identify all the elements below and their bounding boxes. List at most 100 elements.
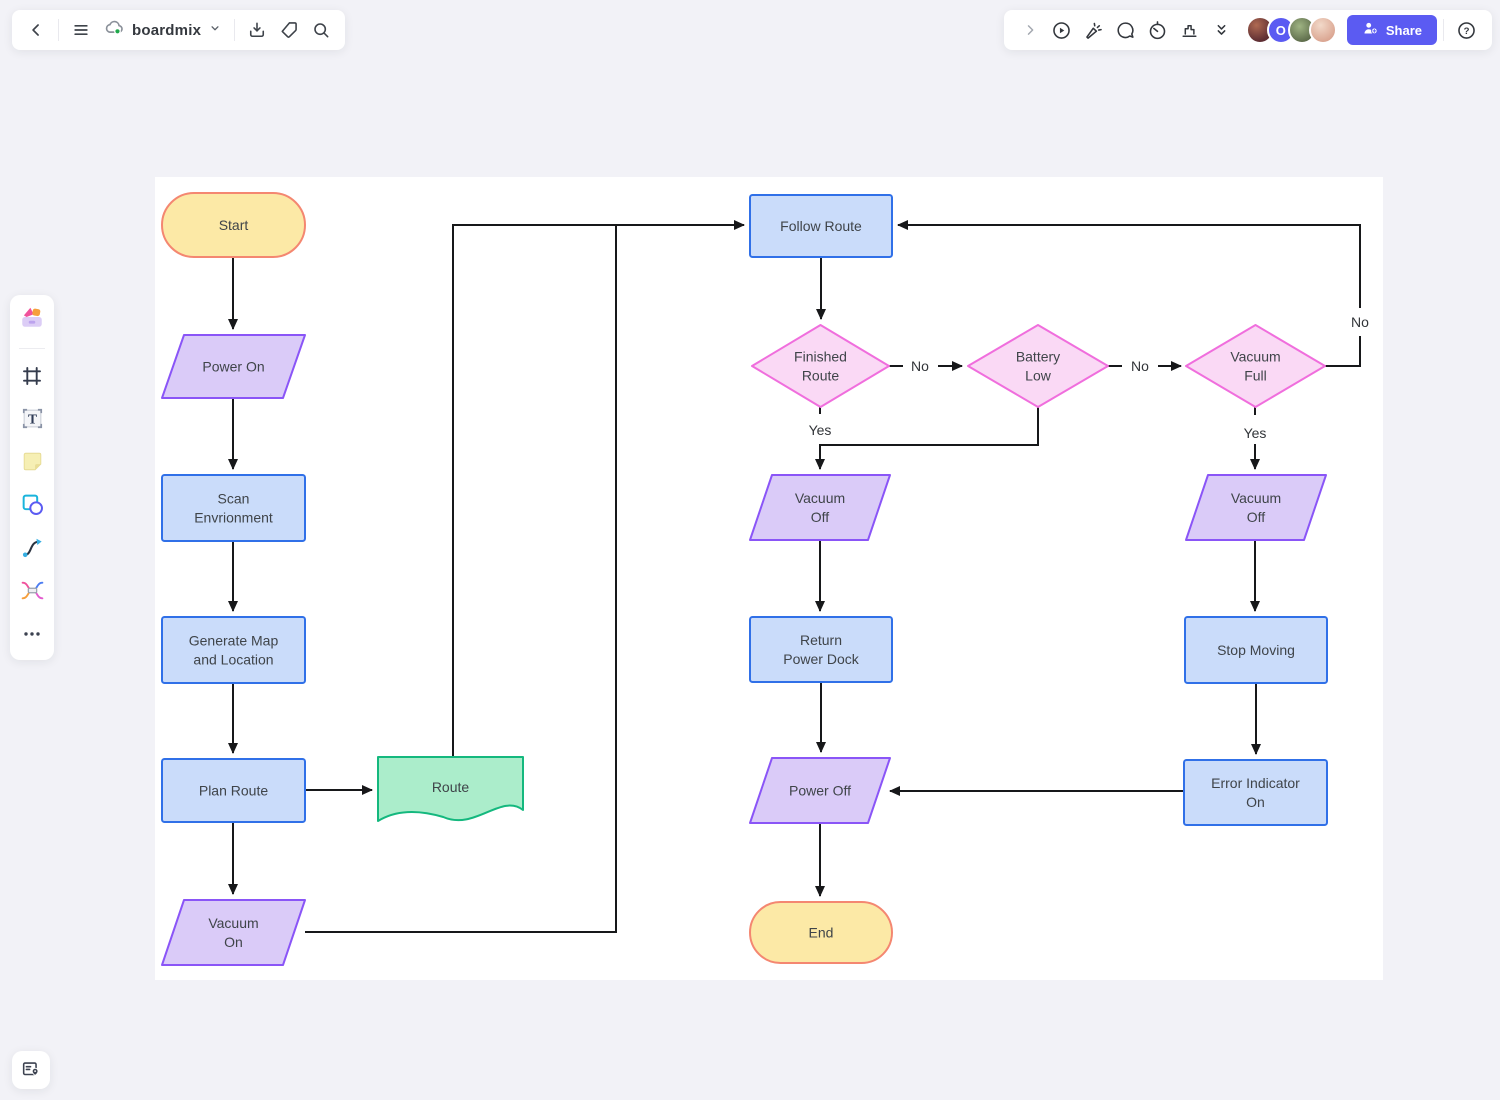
divider [1443, 19, 1444, 41]
help-button[interactable]: ? [1450, 14, 1482, 46]
edge-label: No [1131, 358, 1149, 374]
templates-icon [19, 304, 45, 335]
edge-label: No [1351, 314, 1369, 330]
tag-icon [279, 20, 299, 40]
back-button[interactable] [20, 14, 52, 46]
node-route-doc[interactable]: Route [377, 756, 524, 822]
node-power-on[interactable]: Power On [161, 334, 306, 399]
avatar[interactable] [1308, 16, 1337, 44]
templates-tool[interactable] [18, 305, 46, 333]
collapse-toolbar-button[interactable] [1014, 14, 1046, 46]
divider [19, 348, 45, 349]
node-label: Follow Route [780, 218, 862, 234]
node-end[interactable]: End [749, 901, 893, 964]
laser-pointer-button[interactable] [1078, 14, 1110, 46]
edge-label: Yes [809, 422, 832, 438]
frame-icon [20, 364, 44, 393]
edge-battery-yes-merge[interactable] [815, 407, 1039, 470]
edge-label: Yes [1244, 425, 1267, 441]
toolbar-right: O Share ? [1003, 10, 1492, 50]
edge-route-to-follow-route[interactable] [452, 220, 745, 757]
toolbar-left: boardmix [12, 10, 346, 50]
shapes-tool[interactable] [18, 493, 46, 521]
edge-no-loop-to-follow-route[interactable] [897, 220, 1361, 308]
search-button[interactable] [305, 14, 337, 46]
collaborator-avatars: O [1245, 16, 1337, 44]
node-stop-moving[interactable]: Stop Moving [1184, 616, 1328, 684]
node-start[interactable]: Start [161, 192, 306, 258]
save-download-button[interactable] [241, 14, 273, 46]
chevron-down-icon [208, 21, 222, 40]
hide-panel-button[interactable] [1206, 14, 1238, 46]
help-icon: ? [1456, 20, 1477, 41]
tag-button[interactable] [273, 14, 305, 46]
hamburger-icon [71, 20, 91, 40]
share-button[interactable]: Share [1346, 15, 1437, 45]
share-label: Share [1385, 22, 1422, 38]
text-tool[interactable]: T [18, 407, 46, 435]
sticky-note-tool[interactable] [18, 450, 46, 478]
node-label: Plan Route [199, 783, 268, 799]
node-power-off[interactable]: Power Off [749, 757, 891, 824]
minimap-icon [20, 1058, 42, 1083]
edge-vacuum-on-to-junction[interactable] [305, 225, 617, 933]
frame-tool[interactable] [18, 364, 46, 392]
shapes-icon [20, 492, 45, 522]
node-label: Power On [202, 359, 264, 375]
board-title-menu[interactable]: boardmix [97, 17, 228, 44]
edge-vacuum-full-no-stub[interactable] [1325, 336, 1361, 367]
more-tools[interactable] [18, 622, 46, 650]
connector-tool[interactable] [18, 536, 46, 564]
double-chevron-down-icon [1212, 21, 1231, 40]
node-plan-route[interactable]: Plan Route [161, 758, 306, 823]
node-follow-route[interactable]: Follow Route [749, 194, 893, 258]
mindmap-icon [20, 578, 45, 608]
more-dots-icon [20, 622, 44, 651]
comments-button[interactable] [1110, 14, 1142, 46]
board-stats-button[interactable] [1174, 14, 1206, 46]
present-play-button[interactable] [1046, 14, 1078, 46]
svg-text:T: T [27, 411, 36, 426]
mindmap-tool[interactable] [18, 579, 46, 607]
minimap-button[interactable] [12, 1051, 50, 1089]
svg-text:?: ? [1463, 26, 1469, 37]
chevron-left-icon [26, 20, 46, 40]
edge-label: No [911, 358, 929, 374]
comment-bubble-icon [1115, 20, 1136, 41]
node-label: Power Off [789, 783, 851, 799]
node-label: End [809, 925, 834, 941]
main-menu-button[interactable] [65, 14, 97, 46]
tools-sidebar: T [10, 295, 54, 660]
timer-icon [1147, 20, 1168, 41]
person-plus-icon [1362, 20, 1379, 40]
divider [58, 19, 59, 41]
bar-chart-icon [1179, 20, 1200, 41]
node-label: Start [219, 217, 249, 233]
timer-button[interactable] [1142, 14, 1174, 46]
node-label: Route [432, 779, 470, 795]
chevron-right-icon [1021, 21, 1039, 39]
download-icon [247, 20, 267, 40]
node-label: Stop Moving [1217, 642, 1295, 658]
connector-icon [20, 535, 45, 565]
